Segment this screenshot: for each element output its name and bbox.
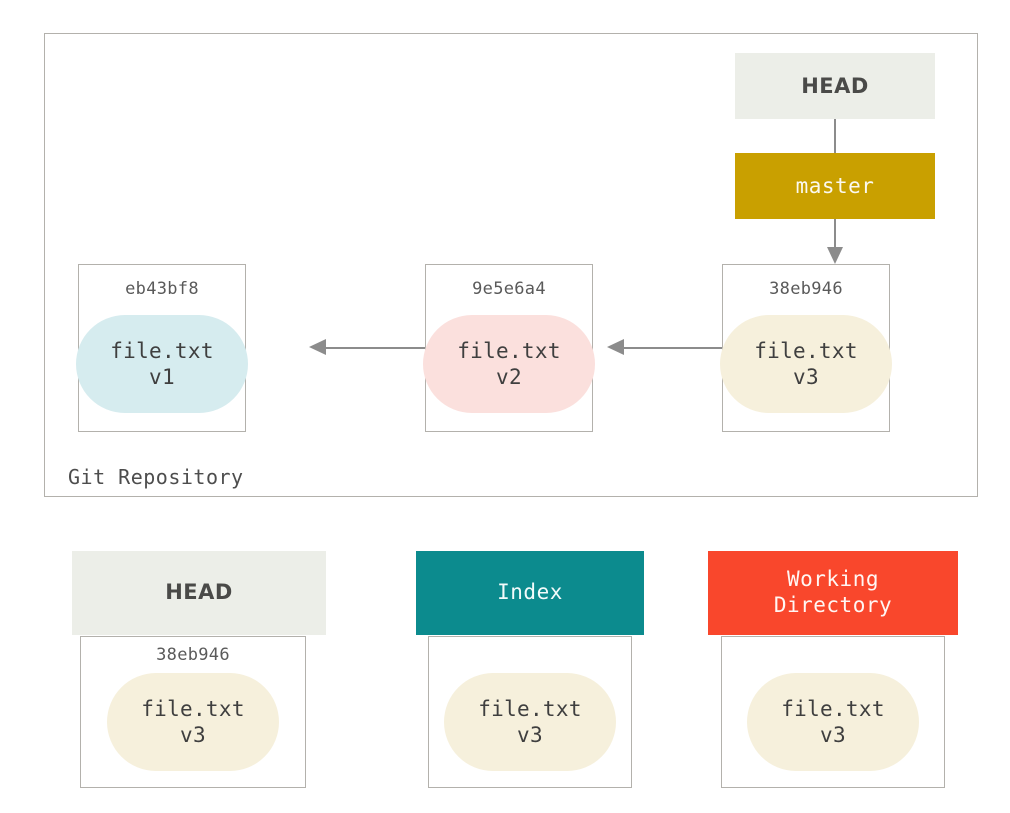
head-to-master-connector <box>834 119 836 153</box>
file-blob: file.txt v3 <box>747 673 919 771</box>
commit-hash: eb43bf8 <box>125 279 199 299</box>
area-hash: 38eb946 <box>156 645 230 665</box>
parent-connector-line <box>325 347 425 349</box>
master-to-commit-arrowhead-icon <box>827 247 843 264</box>
commit-box: 38eb946 file.txt v3 <box>720 264 892 432</box>
area-title-head: HEAD <box>165 580 233 605</box>
head-pointer-box: HEAD <box>735 53 935 119</box>
file-version: v3 <box>793 365 819 389</box>
file-version: v3 <box>820 723 846 747</box>
file-name: file.txt <box>478 696 582 721</box>
file-version: v2 <box>496 365 522 389</box>
file-blob: file.txt v3 <box>444 673 616 771</box>
file-version: v3 <box>517 723 543 747</box>
file-name: file.txt <box>781 696 885 721</box>
parent-connector-line <box>623 347 722 349</box>
file-name: file.txt <box>110 338 214 363</box>
master-branch-label: master <box>795 174 875 198</box>
file-blob: file.txt v3 <box>720 315 892 413</box>
master-branch-box: master <box>735 153 935 219</box>
area-header-index: Index <box>416 551 644 635</box>
commit-hash: 9e5e6a4 <box>472 279 546 299</box>
file-version: v3 <box>180 723 206 747</box>
parent-arrowhead-icon <box>309 339 326 355</box>
master-to-commit-connector <box>834 219 836 249</box>
file-version: v1 <box>149 365 175 389</box>
area-title-working-directory-line1: Working <box>786 567 879 592</box>
file-name: file.txt <box>141 696 245 721</box>
area-title-working-directory-line2: Directory <box>773 593 893 617</box>
area-header-head: HEAD <box>72 551 326 635</box>
area-box-index: file.txt v3 <box>428 636 632 788</box>
area-box-head: 38eb946 file.txt v3 <box>80 636 306 788</box>
git-repository-label: Git Repository <box>68 465 244 489</box>
file-blob: file.txt v1 <box>76 315 248 413</box>
commit-box: eb43bf8 file.txt v1 <box>76 264 248 432</box>
file-blob: file.txt v3 <box>107 673 279 771</box>
area-title-index: Index <box>497 580 563 605</box>
head-pointer-label: HEAD <box>801 74 869 98</box>
area-box-working-directory: file.txt v3 <box>721 636 945 788</box>
commit-hash: 38eb946 <box>769 279 843 299</box>
file-name: file.txt <box>754 338 858 363</box>
file-name: file.txt <box>457 338 561 363</box>
parent-arrowhead-icon <box>607 339 624 355</box>
file-blob: file.txt v2 <box>423 315 595 413</box>
area-header-working-directory: Working Directory <box>708 551 958 635</box>
commit-box: 9e5e6a4 file.txt v2 <box>423 264 595 432</box>
